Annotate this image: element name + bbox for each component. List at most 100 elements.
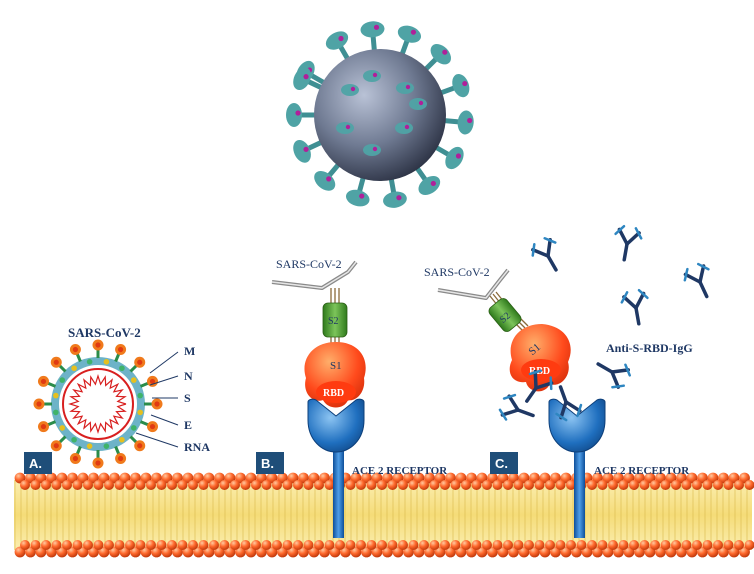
- phospholipid-head: [723, 540, 734, 550]
- phospholipid-head: [618, 540, 629, 550]
- antibodies: [498, 224, 710, 422]
- phospholipid-head: [104, 540, 114, 550]
- phospholipid-head: [272, 540, 282, 550]
- schematic-spike: [69, 445, 82, 465]
- phospholipid-head: [20, 480, 30, 490]
- virion-surface-spike: [363, 144, 381, 156]
- phospholipid-head: [692, 540, 702, 550]
- phospholipid-head: [303, 540, 314, 550]
- phospholipid-head: [104, 480, 114, 490]
- virion-surface-spike: [363, 70, 381, 82]
- panel-c-letter: C.: [495, 456, 508, 471]
- phospholipid-head: [587, 480, 597, 490]
- schematic-membrane-protein: [53, 409, 59, 416]
- phospholipid-head: [744, 480, 754, 490]
- schematic-spike: [92, 450, 104, 469]
- igg-antibody: [614, 224, 643, 262]
- phospholipid-head: [408, 540, 419, 550]
- phospholipid-head: [251, 480, 261, 490]
- virion-spike: [397, 25, 422, 60]
- phospholipid-head: [261, 480, 272, 490]
- virion-spike: [431, 143, 464, 170]
- virion-spike: [325, 31, 352, 64]
- phospholipid-head: [608, 540, 618, 550]
- phospholipid-head: [272, 480, 282, 490]
- panel-c-antibody-label: Anti-S-RBD-IgG: [606, 341, 693, 355]
- phospholipid-head: [639, 540, 650, 550]
- phospholipid-head: [650, 480, 660, 490]
- igg-antibody: [596, 362, 631, 389]
- legend-m: M: [184, 344, 195, 358]
- schematic-spike: [129, 435, 146, 452]
- phospholipid-head: [230, 480, 240, 490]
- phospholipid-head: [398, 480, 408, 490]
- panel-b-label-box: [256, 452, 284, 474]
- virion-spike: [383, 173, 407, 208]
- panel-c-virus-label: SARS-CoV-2: [424, 265, 490, 279]
- phospholipid-head: [41, 480, 51, 490]
- schematic-membrane-protein: [59, 425, 66, 431]
- panel-c: C. SARS-CoV-2 S2 S1 RBD ACE 2 RECEPTOR A…: [424, 224, 710, 538]
- phospholipid-head: [566, 480, 576, 490]
- phospholipid-head: [209, 540, 219, 550]
- phospholipid-head: [146, 480, 156, 490]
- phospholipid-head: [408, 480, 419, 490]
- phospholipid-head: [30, 480, 41, 490]
- phospholipid-head: [503, 540, 513, 550]
- phospholipid-head: [482, 480, 492, 490]
- schematic-membrane-protein: [137, 409, 143, 416]
- phospholipid-head: [618, 480, 629, 490]
- phospholipid-head: [114, 540, 125, 550]
- phospholipid-head: [293, 480, 303, 490]
- panel-b-ace2-receptor: [307, 398, 365, 538]
- phospholipid-head: [167, 480, 177, 490]
- phospholipid-head: [387, 540, 398, 550]
- virion-spike: [314, 159, 343, 191]
- schematic-spike: [114, 343, 127, 363]
- phospholipid-head: [734, 480, 744, 490]
- phospholipid-head: [713, 540, 723, 550]
- phospholipid-head: [167, 540, 177, 550]
- phospholipid-head: [639, 480, 650, 490]
- panel-b-s2-domain: [322, 302, 348, 338]
- phospholipid-head: [188, 480, 198, 490]
- schematic-membrane-protein: [71, 365, 77, 372]
- schematic-membrane-protein: [86, 443, 93, 449]
- phospholipid-head: [681, 480, 692, 490]
- phospholipid-head: [377, 480, 387, 490]
- phospholipid-head: [429, 480, 440, 490]
- igg-antibody: [683, 262, 710, 299]
- phospholipid-head: [209, 480, 219, 490]
- phospholipid-head: [629, 540, 639, 550]
- phospholipid-head: [156, 480, 167, 490]
- phospholipid-head: [156, 540, 167, 550]
- phospholipid-head: [461, 480, 471, 490]
- phospholipid-head: [534, 540, 545, 550]
- phospholipid-head: [723, 480, 734, 490]
- panel-c-s2-domain: [488, 298, 522, 332]
- phospholipid-head: [471, 540, 482, 550]
- panel-a-title: SARS-CoV-2: [68, 325, 141, 340]
- phospholipid-head: [597, 480, 608, 490]
- phospholipid-head: [450, 540, 461, 550]
- virion-surface-spike: [336, 122, 354, 134]
- phospholipid-head: [20, 540, 30, 550]
- panel-c-s1-domain: [509, 324, 571, 392]
- virion-surface-spike: [409, 98, 427, 110]
- phospholipid-head: [303, 480, 314, 490]
- phospholipid-head: [692, 480, 702, 490]
- panel-a-label-box: [24, 452, 52, 474]
- panel-b-virus-label: SARS-CoV-2: [276, 257, 342, 271]
- igg-antibody: [531, 237, 558, 272]
- igg-antibody: [555, 385, 583, 422]
- virion-spike: [360, 21, 385, 56]
- phospholipid-head: [230, 540, 240, 550]
- schematic-spike: [129, 356, 146, 373]
- phospholipid-head: [135, 540, 146, 550]
- phospholipid-head: [324, 480, 335, 490]
- phospholipid-head: [492, 540, 503, 550]
- phospholipid-head: [62, 480, 72, 490]
- phospholipid-head: [261, 540, 272, 550]
- phospholipid-head: [419, 480, 429, 490]
